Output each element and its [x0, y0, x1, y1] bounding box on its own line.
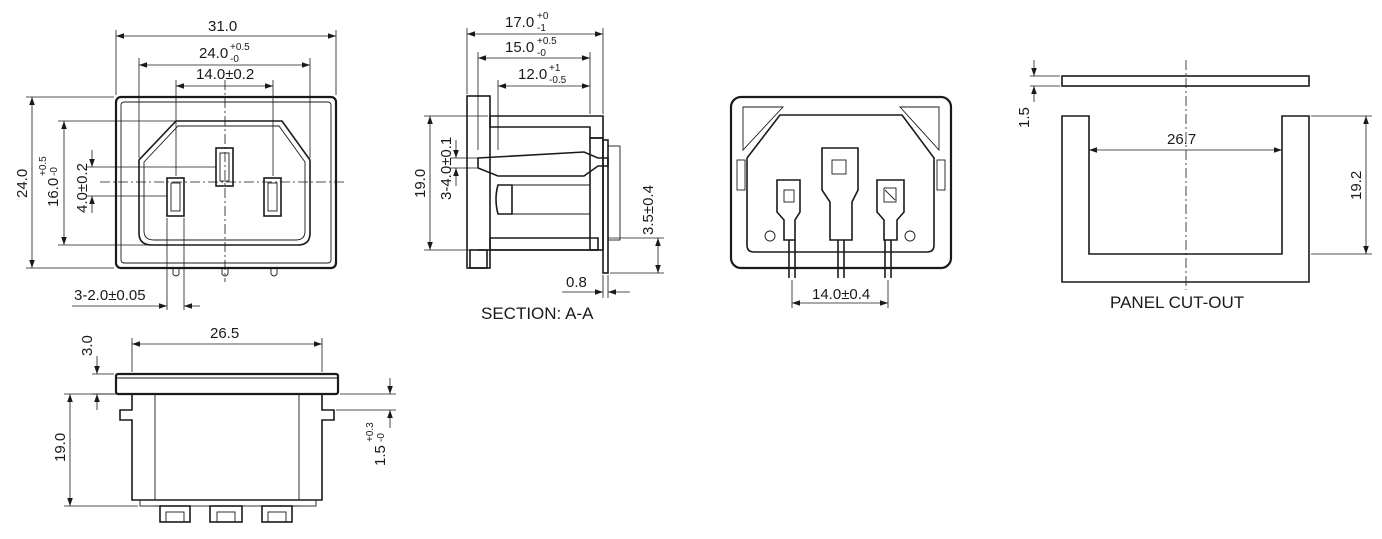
- panel-plate: [1061, 75, 1310, 87]
- dim-depth-inner-tol-plus: +1: [549, 63, 561, 74]
- rear-outer-frame: [729, 95, 953, 270]
- dim-depth-mid-tol-minus: -0: [537, 48, 546, 59]
- dim-side-height: 19.0: [52, 433, 69, 462]
- dim-pin-offset: 4.0±0.2: [74, 163, 91, 213]
- dim-pin-width: 3-2.0±0.05: [74, 287, 146, 304]
- panel-cutout-caption: PANEL CUT-OUT: [1110, 293, 1244, 312]
- rear-housing: [746, 114, 935, 253]
- dim-depth-mid: 15.0: [505, 39, 534, 56]
- socket-outline: [138, 120, 311, 246]
- pin-right: [267, 182, 278, 212]
- pin-center: [219, 152, 230, 182]
- pin-left: [170, 182, 181, 212]
- dim-panel-width: 26.7: [1167, 131, 1196, 148]
- dim-depth-total-tol-plus: +0: [537, 11, 549, 22]
- dim-depth-total: 17.0: [505, 14, 534, 31]
- dim-depth-total-tol-minus: -1: [537, 23, 546, 34]
- dim-side-flange: 3.0: [79, 335, 96, 356]
- dim-pin-height: 3.5±0.4: [640, 185, 657, 235]
- dim-inner-height-tol-minus: -0: [49, 167, 60, 176]
- pin-slot-left: [166, 177, 185, 217]
- rear-terminal-left: [776, 179, 801, 241]
- side-body: [119, 394, 335, 501]
- rear-terminal-right: [876, 179, 905, 241]
- dim-front-mid-width-tol-minus: -0: [230, 54, 239, 65]
- front-outer-frame: [114, 95, 338, 270]
- dim-panel-thickness: 1.5: [1016, 107, 1033, 128]
- side-view: 26.5 3.0 19.0 1.5 +0.3 -0: [52, 325, 396, 523]
- front-inner-frame: [120, 101, 332, 264]
- front-view: 31.0 24.0 +0.5 -0 14.0±0.2 24.0 16.0 +0.…: [14, 18, 345, 310]
- dim-panel-height: 19.2: [1348, 171, 1365, 200]
- rear-view: 14.0±0.4: [729, 95, 953, 308]
- socket-inner-outline: [143, 125, 306, 241]
- section-view: 17.0 +0 -1 15.0 +0.5 -0 12.0 +1 -0.5 19.…: [412, 11, 664, 323]
- dim-depth-mid-tol-plus: +0.5: [537, 36, 557, 47]
- dim-panel-range-tol-plus: +0.3: [365, 422, 376, 442]
- side-flange: [114, 372, 340, 396]
- pin-slot-right: [263, 177, 282, 217]
- dim-depth-inner-tol-minus: -0.5: [549, 75, 567, 86]
- dim-front-width: 31.0: [208, 18, 237, 35]
- dim-front-mid-width: 24.0: [199, 45, 228, 62]
- dim-pin-spacing: 14.0±0.2: [196, 66, 254, 83]
- dim-panel-range-tol-minus: -0: [376, 433, 387, 442]
- dim-rear-pin-spacing: 14.0±0.4: [812, 286, 870, 303]
- section-plate: [602, 139, 609, 274]
- dim-front-mid-width-tol-plus: +0.5: [230, 42, 250, 53]
- rear-terminal-center: [821, 147, 859, 241]
- dim-section-height: 19.0: [412, 169, 429, 198]
- dim-panel-range: 1.5: [372, 445, 389, 466]
- dim-plate-thickness: 0.8: [566, 274, 587, 291]
- section-top-wall: [489, 115, 604, 139]
- section-flange: [466, 95, 491, 269]
- section-caption: SECTION: A-A: [481, 304, 594, 323]
- dim-inner-height-tol-plus: +0.5: [38, 156, 49, 176]
- dim-side-width: 26.5: [210, 325, 239, 342]
- dim-depth-inner: 12.0: [518, 66, 547, 83]
- panel-cutout-view: 1.5 26.7 19.2 PANEL CUT-OUT: [1016, 60, 1372, 312]
- dim-inner-height: 16.0: [45, 178, 62, 207]
- dim-front-height: 24.0: [14, 169, 31, 198]
- section-pin: [477, 151, 609, 177]
- pin-slot-center: [215, 147, 234, 187]
- panel-cutout-outline: [1061, 115, 1310, 283]
- dim-pin-dia: 3-4.0±0.1: [438, 137, 455, 200]
